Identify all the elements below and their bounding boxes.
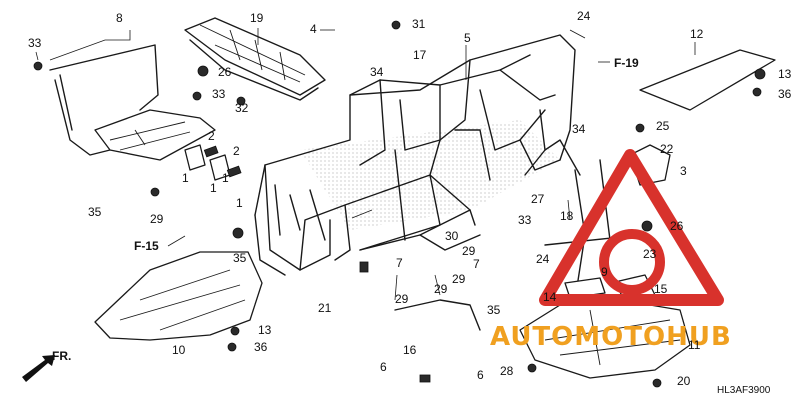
callout-29: 29 bbox=[462, 244, 476, 258]
callout-28: 28 bbox=[500, 364, 514, 378]
callout-1: 1 bbox=[210, 181, 217, 195]
callout-6: 6 bbox=[380, 360, 387, 374]
watermark-text: AUTOMOTOHUB bbox=[490, 322, 732, 352]
leader-lines bbox=[35, 28, 696, 301]
callout-34: 34 bbox=[572, 122, 586, 136]
callout-7: 7 bbox=[473, 257, 480, 271]
callout-7: 7 bbox=[396, 256, 403, 270]
reference-f15: F-15 bbox=[134, 239, 159, 253]
callout-26: 26 bbox=[670, 219, 684, 233]
callout-31: 31 bbox=[412, 17, 426, 31]
callout-29: 29 bbox=[452, 272, 466, 286]
callout-9: 9 bbox=[601, 265, 608, 279]
callout-21: 21 bbox=[318, 301, 332, 315]
callout-10: 10 bbox=[172, 343, 186, 357]
callout-33: 33 bbox=[28, 36, 42, 50]
main-frame bbox=[254, 34, 576, 276]
callout-5: 5 bbox=[464, 31, 471, 45]
side-plate bbox=[639, 49, 776, 111]
hardware bbox=[33, 20, 766, 388]
reference-f15-arrow bbox=[167, 235, 186, 247]
skid-plate-rear bbox=[519, 299, 691, 379]
callout-18: 18 bbox=[560, 209, 574, 223]
callout-4: 4 bbox=[310, 22, 317, 36]
callout-24: 24 bbox=[536, 252, 550, 266]
callout-26: 26 bbox=[218, 65, 232, 79]
rear-carrier bbox=[184, 17, 326, 101]
callout-16: 16 bbox=[403, 343, 417, 357]
front-direction-label: FR. bbox=[52, 349, 71, 363]
callout-6: 6 bbox=[477, 368, 484, 382]
callout-32: 32 bbox=[235, 101, 249, 115]
callout-23: 23 bbox=[643, 247, 657, 261]
callout-8: 8 bbox=[116, 11, 123, 25]
reference-f19: F-19 bbox=[614, 56, 639, 70]
callout-13: 13 bbox=[778, 67, 792, 81]
callout-35: 35 bbox=[233, 251, 247, 265]
callout-27: 27 bbox=[531, 192, 545, 206]
callout-22: 22 bbox=[660, 142, 674, 156]
callout-35: 35 bbox=[88, 205, 102, 219]
callout-36: 36 bbox=[254, 340, 268, 354]
skid-plate-front bbox=[94, 251, 263, 341]
callout-29: 29 bbox=[434, 282, 448, 296]
callout-2: 2 bbox=[208, 129, 215, 143]
callout-1: 1 bbox=[222, 171, 229, 185]
callout-19: 19 bbox=[250, 11, 264, 25]
callout-25: 25 bbox=[656, 119, 670, 133]
watermark-logo: AUTOMOTOHUB bbox=[490, 149, 732, 352]
callout-33: 33 bbox=[518, 213, 532, 227]
callout-29: 29 bbox=[395, 292, 409, 306]
callout-15: 15 bbox=[654, 282, 668, 296]
callout-1: 1 bbox=[236, 196, 243, 210]
callout-1: 1 bbox=[182, 171, 189, 185]
callout-34: 34 bbox=[370, 65, 384, 79]
callout-30: 30 bbox=[445, 229, 459, 243]
callout-24: 24 bbox=[577, 9, 591, 23]
callout-35: 35 bbox=[487, 303, 501, 317]
callout-3: 3 bbox=[680, 164, 687, 178]
callout-20: 20 bbox=[677, 374, 691, 388]
diagram-code: HL3AF3900 bbox=[717, 385, 771, 396]
callout-17: 17 bbox=[413, 48, 427, 62]
callout-36: 36 bbox=[778, 87, 792, 101]
callout-33: 33 bbox=[212, 87, 226, 101]
callout-12: 12 bbox=[690, 27, 704, 41]
seat-base-assembly bbox=[49, 30, 216, 161]
callout-13: 13 bbox=[258, 323, 272, 337]
callout-14: 14 bbox=[543, 290, 557, 304]
callout-11: 11 bbox=[688, 338, 701, 352]
seat-rails bbox=[184, 144, 242, 181]
front-direction-arrow bbox=[22, 355, 55, 382]
callout-29: 29 bbox=[150, 212, 164, 226]
callout-2: 2 bbox=[233, 144, 240, 158]
